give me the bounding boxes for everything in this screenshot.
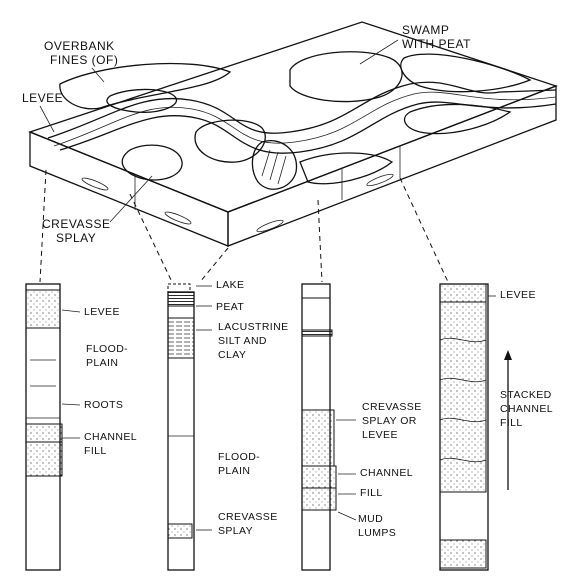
label-crevasse-2: SPLAY (56, 231, 96, 245)
col2-splay: SPLAY (218, 525, 253, 537)
label-overbank-1: OVERBANK (44, 39, 115, 53)
col1-channel: CHANNEL (84, 431, 137, 443)
col3-levee: LEVEE (362, 429, 398, 441)
swamp-with-peat (289, 51, 403, 103)
col1-fill: FILL (84, 445, 107, 457)
col4-fill: FILL (500, 417, 523, 429)
channel-belt-inner (59, 101, 557, 154)
crevasse-splay-lobe (251, 140, 298, 190)
col3-fill: FILL (360, 487, 383, 499)
col1-levee: LEVEE (84, 306, 120, 318)
tie-lines (39, 169, 449, 283)
col2-clay: CLAY (218, 349, 246, 361)
col2-plain: PLAIN (218, 465, 250, 477)
col2-lake: LAKE (216, 279, 244, 291)
label-swamp-2: WITH PEAT (402, 37, 471, 51)
column-1: LEVEE FLOOD- PLAIN ROOTS CHANNEL FILL (25, 283, 137, 571)
col4-channel: CHANNEL (500, 403, 553, 415)
col3-channel: CHANNEL (360, 467, 413, 479)
point-bar (299, 152, 394, 185)
col2-crevasse: CREVASSE (218, 511, 278, 523)
floodplain-lake-3 (106, 88, 178, 113)
levee-sand (400, 53, 532, 93)
channel-sand-east (403, 103, 512, 135)
label-levee: LEVEE (22, 91, 63, 105)
block-right-face (227, 85, 557, 247)
col1-plain: PLAIN (86, 357, 118, 369)
column-2: LAKE PEAT LACUSTRINE SILT AND CLAY FLOOD… (167, 279, 289, 571)
col2-flood: FLOOD- (218, 451, 260, 463)
column-3: CREVASSE SPLAY OR LEVEE CHANNEL FILL MUD… (301, 283, 422, 571)
floodplain-lake-2 (121, 144, 183, 181)
overbank-fines-area (59, 62, 232, 110)
channel-belt (47, 81, 557, 139)
label-swamp-1: SWAMP (402, 23, 449, 37)
col3-crevasse: CREVASSE (362, 401, 422, 413)
label-overbank-2: FINES (OF) (50, 53, 118, 67)
col2-silt: SILT AND (218, 335, 267, 347)
col3-splay-or: SPLAY OR (362, 415, 417, 427)
col1-flood: FLOOD- (86, 343, 128, 355)
col4-levee: LEVEE (500, 289, 536, 301)
col2-lacustrine: LACUSTRINE (218, 321, 289, 333)
label-crevasse-1: CREVASSE (42, 217, 110, 231)
col3-mud: MUD (358, 513, 383, 525)
column-4: LEVEE STACKED CHANNEL FILL (439, 283, 553, 571)
col4-stacked: STACKED (500, 389, 552, 401)
block-diagram: OVERBANK FINES (OF) SWAMP WITH PEAT LEVE… (22, 21, 558, 247)
floodplain-lake-1 (194, 119, 266, 163)
col3-lumps: LUMPS (358, 527, 396, 539)
col1-roots: ROOTS (84, 399, 123, 411)
col2-peat: PEAT (216, 301, 244, 313)
